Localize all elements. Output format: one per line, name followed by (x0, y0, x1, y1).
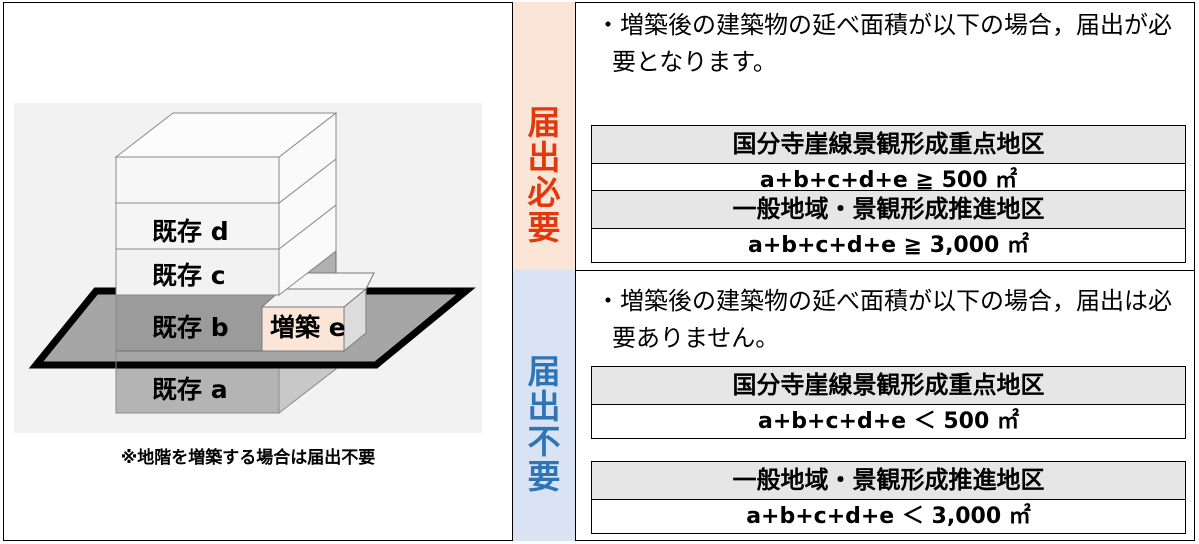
divider-left (512, 2, 513, 541)
not-required-band-char-1: 出 (527, 387, 561, 426)
required-band-char-1: 出 (527, 138, 561, 177)
area-formula: a+b+c+d+e ＜ 500 ㎡ (592, 405, 1185, 438)
area-formula: a+b+c+d+e ＜ 3,000 ㎡ (592, 500, 1185, 533)
roof (114, 112, 338, 158)
area-name: 国分寺崖線景観形成重点地区 (592, 126, 1185, 164)
not-required-band-char-3: 要 (527, 457, 561, 496)
required-area-box-2: 一般地域・景観形成推進地区 a+b+c+d+e ≧ 3,000 ㎡ (591, 190, 1186, 263)
not-required-description: ・増築後の建築物の延べ面積が以下の場合，届出は必要ありません。 (596, 287, 1172, 352)
required-band-char-2: 必 (527, 173, 561, 212)
not-required-area-box-2: 一般地域・景観形成推進地区 a+b+c+d+e ＜ 3,000 ㎡ (591, 461, 1186, 534)
required-area-box-1: 国分寺崖線景観形成重点地区 a+b+c+d+e ≧ 500 ㎡ (591, 125, 1186, 198)
table-frame (3, 2, 1195, 541)
label-floor-c: 既存 c (152, 261, 226, 290)
extension-e-side (343, 287, 367, 353)
building-illustration (14, 103, 482, 433)
required-band-label: 届出必要 (513, 105, 575, 245)
divider-row (512, 270, 1195, 271)
not-required-band: 届出不要 (513, 270, 575, 541)
label-extension-e: 増築 e (270, 313, 346, 342)
label-floor-a: 既存 a (152, 375, 228, 404)
required-description: ・増築後の建築物の延べ面積が以下の場合，届出が必要となります。 (596, 11, 1172, 76)
not-required-area-box-1: 国分寺崖線景観形成重点地区 a+b+c+d+e ＜ 500 ㎡ (591, 366, 1186, 439)
area-name: 国分寺崖線景観形成重点地区 (592, 367, 1185, 405)
label-floor-b: 既存 b (152, 313, 229, 342)
label-floor-d: 既存 d (152, 217, 229, 246)
area-name: 一般地域・景観形成推進地区 (592, 191, 1185, 229)
not-required-band-char-0: 届 (527, 352, 561, 391)
floor-top-front (115, 156, 280, 204)
building-diagram: 既存 d 既存 c 既存 b 増築 e 既存 a ※地階を増築する場合は届出不要 (14, 103, 482, 468)
not-required-band-label: 届出不要 (513, 354, 575, 494)
required-band: 届出必要 (513, 2, 575, 270)
not-required-band-char-2: 不 (527, 422, 561, 461)
area-formula: a+b+c+d+e ≧ 3,000 ㎡ (592, 229, 1185, 262)
required-band-char-0: 届 (527, 103, 561, 142)
required-band-char-3: 要 (527, 208, 561, 247)
divider-band (575, 2, 576, 541)
basement-note: ※地階を増築する場合は届出不要 (120, 448, 376, 468)
area-name: 一般地域・景観形成推進地区 (592, 462, 1185, 500)
